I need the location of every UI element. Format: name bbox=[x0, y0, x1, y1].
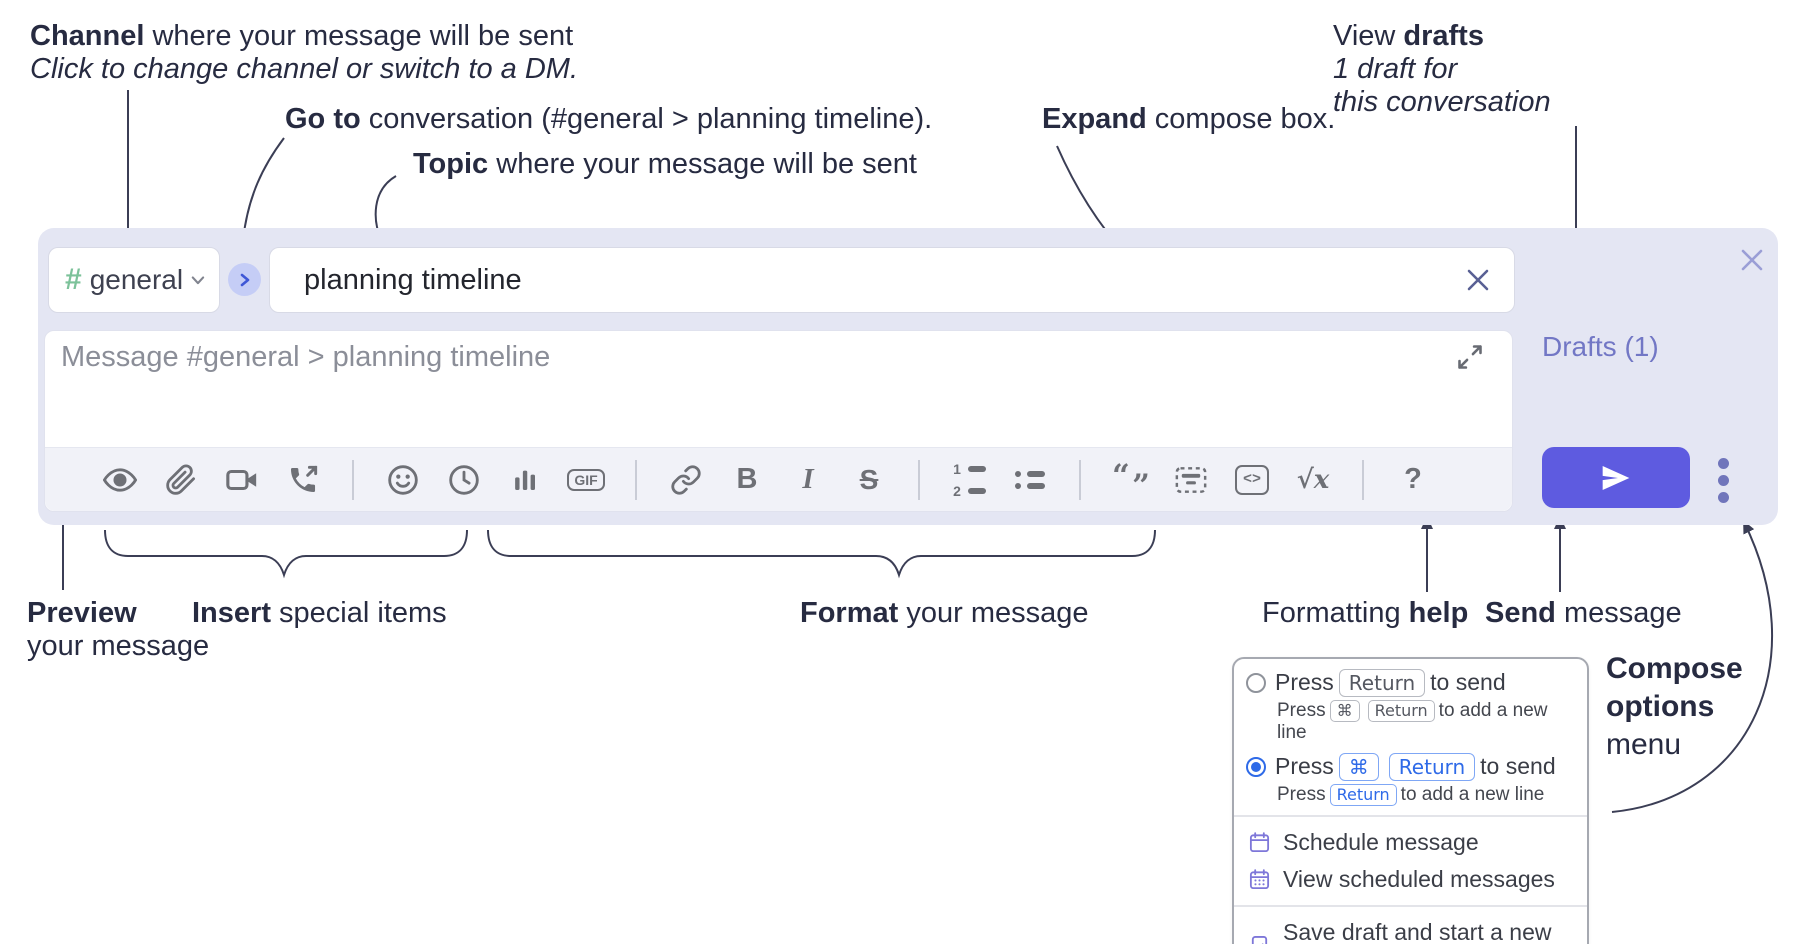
expand-compose-icon[interactable] bbox=[1456, 343, 1484, 376]
toolbar-separator bbox=[635, 459, 637, 500]
compose-options-menu-button[interactable] bbox=[1718, 458, 1729, 503]
save-draft-item[interactable]: Save draft and start a new message bbox=[1246, 914, 1575, 944]
strikethrough-icon[interactable]: S bbox=[859, 463, 879, 495]
video-call-icon[interactable] bbox=[215, 457, 269, 503]
toolbar-separator bbox=[352, 459, 354, 500]
insert-brace bbox=[104, 529, 468, 579]
goto-conversation-button[interactable] bbox=[228, 263, 261, 296]
attach-file-icon[interactable] bbox=[154, 457, 208, 503]
toolbar-separator bbox=[1079, 459, 1081, 500]
italic-icon[interactable]: I bbox=[802, 463, 814, 495]
channel-hash-icon: # bbox=[65, 263, 82, 296]
time-icon[interactable] bbox=[437, 457, 491, 503]
voice-call-icon[interactable] bbox=[276, 457, 330, 503]
gif-icon[interactable]: GIF bbox=[559, 457, 613, 503]
goto-annotation: Go to conversation (#general > planning … bbox=[285, 103, 933, 135]
topic-input[interactable] bbox=[270, 263, 1464, 297]
code-icon[interactable]: <> bbox=[1225, 457, 1279, 503]
message-compose-area: GIF B I S 1 2 bbox=[44, 330, 1513, 512]
calendar-days-icon bbox=[1249, 869, 1270, 890]
compose-options-annotation: Compose options menu bbox=[1606, 652, 1743, 761]
calendar-icon bbox=[1249, 832, 1270, 853]
send-annotation: Send message bbox=[1485, 597, 1682, 629]
draft-check-icon bbox=[1251, 935, 1268, 944]
numbered-list-icon[interactable]: 1 2 bbox=[942, 457, 996, 503]
toolbar-separator bbox=[1362, 459, 1364, 500]
message-input[interactable] bbox=[59, 339, 1443, 443]
goto-arrow bbox=[238, 137, 285, 242]
drafts-link[interactable]: Drafts (1) bbox=[1542, 331, 1659, 362]
channel-name: general bbox=[89, 264, 184, 295]
spoiler-icon[interactable] bbox=[1164, 457, 1218, 503]
poll-icon[interactable] bbox=[498, 457, 552, 503]
schedule-message-item[interactable]: Schedule message bbox=[1246, 824, 1575, 861]
link-icon[interactable] bbox=[659, 457, 713, 503]
preview-icon[interactable] bbox=[93, 457, 147, 503]
toolbar-separator bbox=[918, 459, 920, 500]
preview-annotation: Preview your message bbox=[27, 597, 210, 662]
emoji-icon[interactable] bbox=[376, 457, 430, 503]
paper-plane-icon bbox=[1602, 465, 1630, 490]
radio-selected[interactable] bbox=[1246, 757, 1266, 777]
chevron-right-icon bbox=[240, 273, 249, 286]
clear-topic-icon[interactable] bbox=[1464, 266, 1492, 294]
chevron-down-icon bbox=[191, 275, 205, 284]
bold-icon[interactable]: B bbox=[736, 463, 758, 495]
insert-annotation: Insert special items bbox=[192, 597, 447, 629]
format-annotation: Format your message bbox=[800, 597, 1089, 629]
formatting-help-annotation: Formatting help bbox=[1262, 597, 1469, 629]
format-brace bbox=[487, 529, 1156, 579]
bulleted-list-icon[interactable] bbox=[1003, 457, 1057, 503]
topic-field bbox=[269, 247, 1515, 313]
channel-selector[interactable]: # general bbox=[48, 247, 220, 313]
view-scheduled-messages-item[interactable]: View scheduled messages bbox=[1246, 861, 1575, 898]
close-compose-icon[interactable] bbox=[1736, 244, 1768, 281]
drafts-annotation: View drafts 1 draft for this conversatio… bbox=[1333, 20, 1551, 118]
quote-icon[interactable]: “ ” bbox=[1112, 457, 1150, 504]
compose-toolbar: GIF B I S 1 2 bbox=[45, 447, 1512, 511]
radio-unselected[interactable] bbox=[1246, 673, 1266, 693]
send-button[interactable] bbox=[1542, 447, 1690, 508]
channel-annotation: Channel where your message will be sent … bbox=[30, 20, 579, 85]
popup-divider bbox=[1234, 905, 1587, 907]
compose-box: # general bbox=[38, 228, 1778, 525]
math-icon[interactable]: √x bbox=[1296, 464, 1330, 495]
expand-annotation: Expand compose box. bbox=[1042, 103, 1336, 135]
message-formatting-help-icon[interactable]: ? bbox=[1404, 463, 1422, 495]
popup-divider bbox=[1234, 815, 1587, 817]
topic-annotation: Topic where your message will be sent bbox=[413, 148, 917, 180]
